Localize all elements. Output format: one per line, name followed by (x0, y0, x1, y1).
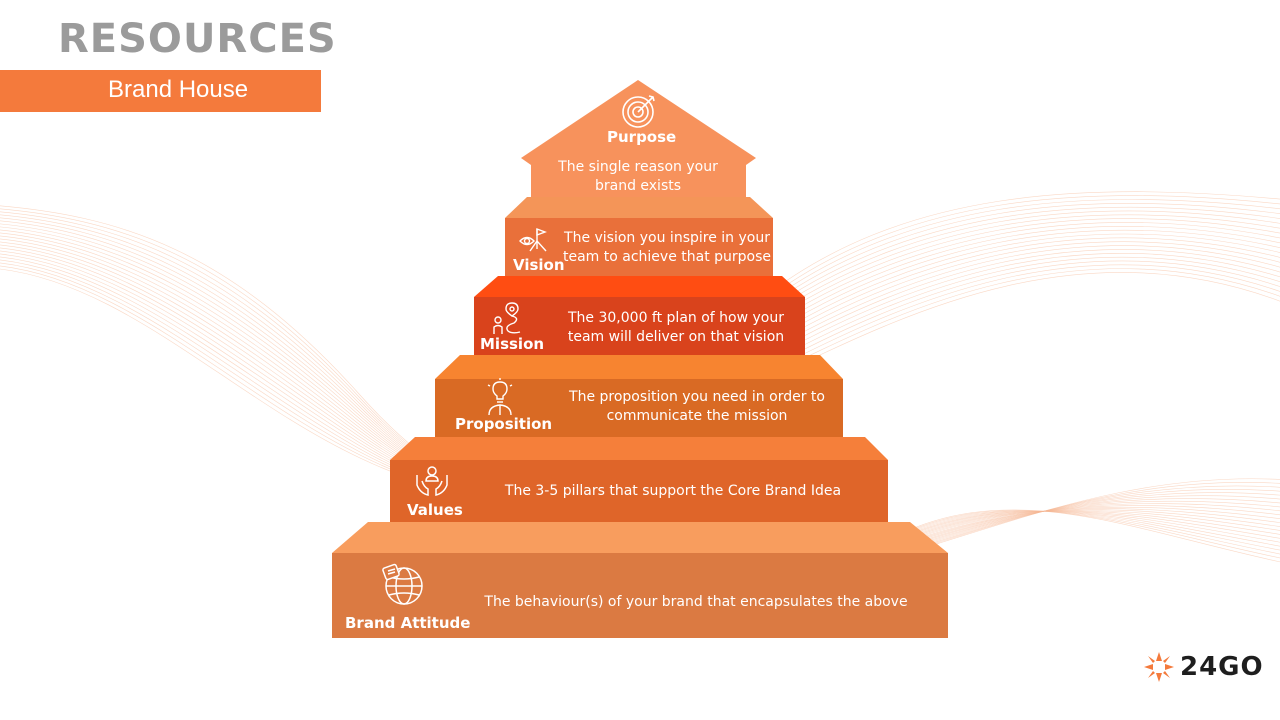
brand-attitude-step-top (332, 522, 948, 553)
wave-line (759, 272, 1280, 385)
vision-step-face (505, 218, 773, 276)
wave-line (759, 256, 1280, 369)
wave-line (759, 195, 1280, 305)
wave-line (899, 509, 1280, 544)
proposition-step-top (435, 355, 843, 379)
proposition-description: The proposition you need in order to com… (569, 389, 825, 424)
subtitle-band (0, 70, 321, 112)
vision-step-top (505, 197, 773, 218)
wave-line (899, 495, 1280, 551)
wave-line (759, 233, 1280, 345)
wave-line (759, 249, 1280, 361)
wave-line (899, 485, 1280, 554)
purpose-description: The single reason your brand exists (558, 159, 718, 194)
wave-line (759, 222, 1280, 333)
wave-line (759, 214, 1280, 325)
values-step-face (390, 460, 888, 522)
wave-line (759, 264, 1280, 377)
wave-line (899, 505, 1280, 547)
wave-line (759, 191, 1280, 301)
eye-flag-icon (519, 227, 547, 252)
wave-line (759, 268, 1280, 381)
wave-line (899, 508, 1280, 545)
wave-line (899, 498, 1280, 550)
wave-line (899, 510, 1280, 551)
wave-line (899, 478, 1280, 556)
purpose-label: Purpose (607, 128, 677, 146)
roadmap-icon (493, 302, 521, 334)
wave-line (759, 218, 1280, 329)
hands-person-icon (416, 466, 448, 496)
wave-line (899, 503, 1280, 548)
wave-line (759, 210, 1280, 321)
wave-line (899, 509, 1280, 563)
wave-line (759, 260, 1280, 373)
vision-label: Vision (513, 256, 565, 274)
logo-text: 24GO (1180, 652, 1264, 682)
starburst-logo-icon (1144, 652, 1174, 682)
purpose-roof (521, 80, 756, 198)
vision-description: The vision you inspire in your team to a… (562, 230, 772, 265)
wave-line (759, 202, 1280, 313)
proposition-step-face (435, 379, 843, 437)
wave-line (899, 510, 1280, 559)
wave-line (759, 237, 1280, 349)
values-step-top (390, 437, 888, 460)
brand-attitude-label: Brand Attitude (345, 614, 471, 632)
wave-line (759, 229, 1280, 341)
lightbulb-person-icon (487, 378, 513, 416)
wave-line (899, 506, 1280, 546)
wave-line (759, 206, 1280, 317)
wave-line (899, 500, 1280, 549)
wave-line (759, 253, 1280, 365)
wave-line (899, 510, 1280, 543)
wave-line (899, 488, 1280, 553)
values-label: Values (407, 501, 463, 519)
target-icon (622, 95, 655, 128)
mission-step-top (474, 276, 805, 297)
mission-label: Mission (480, 335, 545, 353)
mission-description: The 30,000 ft plan of how your team will… (567, 310, 785, 345)
wave-line (899, 492, 1280, 552)
wave-line (899, 510, 1280, 547)
brand-attitude-step-face (332, 553, 948, 638)
wave-line (759, 245, 1280, 357)
page-subtitle: Brand House (108, 76, 249, 103)
page-title: RESOURCES (58, 16, 337, 62)
proposition-label: Proposition (455, 415, 553, 433)
wave-line (899, 482, 1280, 555)
wave-line (759, 199, 1280, 309)
mission-step-face (474, 297, 805, 355)
wave-line (899, 510, 1280, 543)
wave-line (759, 226, 1280, 337)
globe-icon (382, 563, 423, 605)
wave-line (759, 241, 1280, 353)
values-description: The 3-5 pillars that support the Core Br… (504, 483, 842, 499)
wave-line (899, 510, 1280, 542)
company-logo: 24GO (1142, 650, 1264, 684)
wave-line (899, 510, 1280, 541)
brand-attitude-description: The behaviour(s) of your brand that enca… (484, 594, 908, 610)
wave-line (899, 510, 1280, 555)
